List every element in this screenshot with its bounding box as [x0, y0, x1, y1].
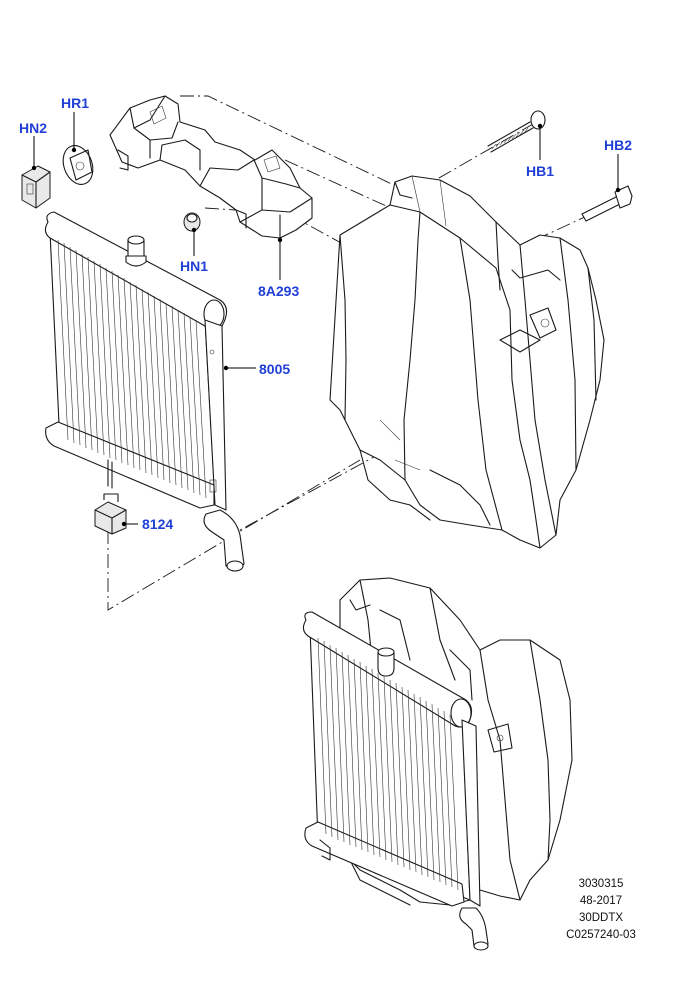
callout-hr1: HR1: [61, 95, 90, 111]
hb1-bolt: [487, 110, 546, 153]
assembled-fins: [317, 637, 459, 891]
reference-line-2: 48-2017: [579, 895, 623, 907]
hn1-nut: [183, 212, 201, 232]
callout-8124: 8124: [142, 516, 174, 532]
hn2-clip-nut: [21, 165, 51, 209]
assembled-radiator-shroud: [302, 577, 573, 951]
callout-hn2: HN2: [19, 120, 48, 136]
callout-leaders: [31, 112, 621, 527]
hr1-retainer: [62, 145, 94, 185]
radiator-exploded: [44, 211, 245, 572]
8124-lower-mount: [94, 493, 127, 535]
reference-line-4: C0257240-03: [566, 929, 636, 941]
reference-line-1: 3030315: [578, 878, 624, 890]
callout-hn1: HN1: [180, 258, 209, 274]
callout-8005: 8005: [259, 361, 291, 377]
callout-hb1: HB1: [526, 163, 555, 179]
callout-8a293: 8A293: [258, 283, 300, 299]
fan-shroud-exploded: [329, 175, 605, 549]
reference-code-block: 3030315 48-2017 30DDTX C0257240-03: [548, 876, 654, 944]
hb2-bolt: [581, 185, 633, 222]
8a293-upper-bracket: [109, 95, 313, 239]
radiator-fins: [57, 239, 207, 499]
reference-line-3: 30DDTX: [578, 912, 624, 924]
callout-hb2: HB2: [604, 137, 633, 153]
